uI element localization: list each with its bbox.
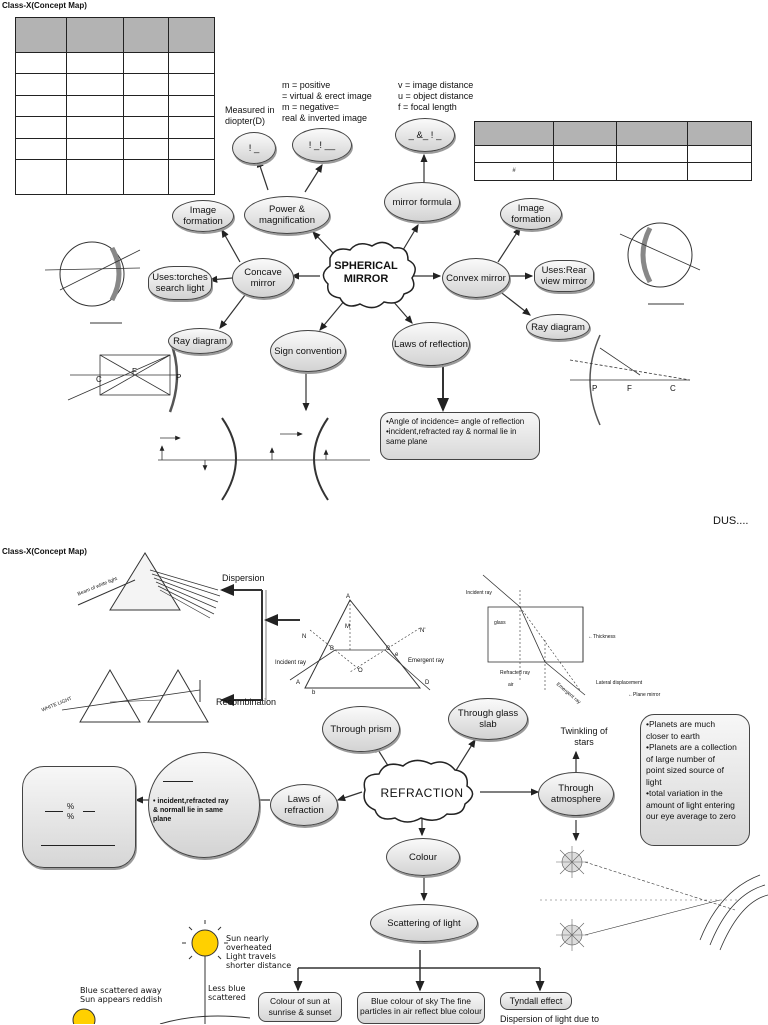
label-p: P (176, 373, 182, 382)
node-mirror-formula: mirror formula (384, 182, 460, 222)
slab-plane: ←Plane mirror (628, 692, 661, 698)
spherical-mirror-center: SPHERICAL MIRROR (334, 260, 398, 285)
table-left (15, 17, 215, 195)
node-concave-mirror: Concave mirror (232, 258, 294, 298)
blue-scattered-text: Blue scattered away Sun appears reddish (80, 986, 163, 1004)
magnification-formula-bubble: ! _! __ (292, 128, 352, 162)
node-laws-reflection: Laws of reflection (392, 322, 470, 366)
prism-a: A (346, 594, 351, 600)
formula-notes: v = image distance u = object distance f… (398, 80, 474, 112)
prism-n2: N' (420, 628, 426, 634)
recombination-label: Recombination (216, 697, 277, 707)
slab-thickness: ←Thickness (588, 634, 616, 640)
table-mark: # (474, 161, 554, 182)
snell-line (163, 781, 193, 782)
node-uses-left: Uses:torches search light (148, 266, 212, 300)
label-p2: P (592, 384, 598, 393)
power-formula-bubble: ! _ (232, 132, 276, 164)
dispersion-label: Dispersion (222, 573, 265, 583)
node-power-magnification: Power & magnification (244, 196, 330, 234)
node-through-prism: Through prism (322, 706, 400, 752)
node-image-formation-right: Image formation (500, 198, 562, 230)
prism-c: C (386, 646, 391, 652)
page2-header: Class-X(Concept Map) (2, 547, 87, 556)
prism-d: D (425, 680, 430, 686)
prism-n: N (302, 634, 307, 640)
node-through-glass-slab: Through glass slab (448, 698, 528, 740)
laws-refraction-circle: • incident,refracted ray & normall lie i… (148, 752, 260, 858)
slab-lateral: Lateral displacement (596, 680, 643, 686)
node-through-atmosphere: Through atmosphere (538, 772, 614, 816)
label-c2: C (670, 384, 676, 393)
prism-emergent: Emergent ray (408, 658, 445, 664)
node-laws-refraction: Laws of refraction (270, 784, 338, 826)
planets-note: •Planets are much closer to earth •Plane… (640, 714, 750, 846)
snell-law-box: % % (22, 766, 136, 868)
node-colour: Colour (386, 838, 460, 876)
page1-header: Class-X(Concept Map) (2, 1, 87, 10)
node-convex-mirror: Convex mirror (442, 258, 510, 298)
tyndall-text: Dispersion of light due to (500, 1014, 600, 1024)
prism-incident: Incident ray (275, 660, 307, 666)
prism-b: B (330, 646, 335, 652)
label-c: C (96, 375, 102, 384)
node-tyndall: Tyndall effect (500, 992, 572, 1010)
node-sign-convention: Sign convention (270, 330, 346, 372)
laws-reflection-note: •Angle of incidence= angle of reflection… (380, 412, 540, 460)
node-scattering: Scattering of light (370, 904, 478, 942)
node-sunset-colour: Colour of sun at sunrise & sunset (258, 992, 342, 1022)
table-right: # (474, 120, 752, 182)
slab-air: air (508, 682, 514, 688)
prism-a2: A (296, 680, 301, 686)
prism-m: M (345, 624, 350, 630)
snell-fraction-2: % (67, 812, 75, 821)
mirror-formula-bubble: _ &_ ! _ (395, 118, 455, 152)
prism-o: O (358, 668, 363, 674)
prism-e: e (395, 652, 399, 658)
sun-overhead-text: Sun nearly overheated Light travels shor… (226, 934, 292, 970)
node-uses-right: Uses:Rear view mirror (534, 260, 594, 292)
node-ray-diagram-left: Ray diagram (168, 328, 232, 354)
node-ray-diagram-right: Ray diagram (526, 314, 590, 340)
less-blue-text: Less blue scattered (208, 984, 246, 1002)
slab-incident: Incident ray (466, 590, 492, 596)
label-f2: F (627, 384, 632, 393)
refraction-center: REFRACTION (380, 786, 464, 800)
slab-glass: glass (494, 620, 506, 626)
node-image-formation-left: Image formation (172, 200, 234, 232)
magnification-notes: m = positive = virtual & erect image m =… (282, 80, 372, 123)
prism-b2: b (312, 690, 316, 696)
node-sky-colour: Blue colour of sky The fine particles in… (357, 992, 485, 1024)
laws-refraction-text: • incident,refracted ray & normall lie i… (153, 798, 229, 823)
twinkling-label: Twinkling of stars (560, 726, 608, 747)
measured-label: Measured in diopter(D) (225, 105, 275, 126)
footer-text: DUS.... (713, 515, 749, 527)
label-f: F (132, 367, 137, 376)
snell-fraction: % (67, 802, 75, 811)
slab-refracted: Refracted ray (500, 670, 531, 676)
